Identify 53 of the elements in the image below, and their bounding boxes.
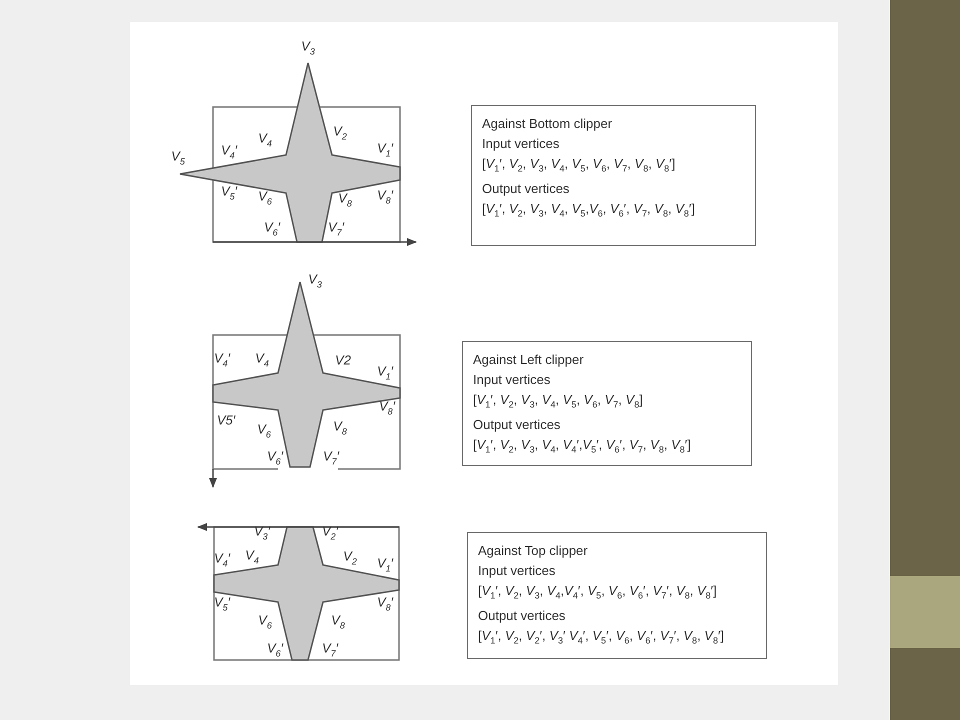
vertex-label: V$_{3}$′ <box>254 524 270 542</box>
list-heading: Output vertices <box>473 416 560 434</box>
vertex-label: V$_{4}$′ <box>214 352 230 368</box>
vertex-label: V$_{4}$ <box>258 132 272 148</box>
vertex-label: V$_{2}$′ <box>322 524 338 542</box>
vertex-label: V$_{1}$′ <box>376 364 394 382</box>
vertex-label: V$_{6}$ <box>257 422 271 440</box>
vertex-list: [V$_{1}$′, V$_{2}$, V$_{2}$′, V$_{3}$′ V$_{4}$′, V$_{5}$′, V$_{6}$, V$_{6}$′, V$_{7}$′, V$_{8}$, V$_{8}$′] <box>478 626 724 650</box>
text-box <box>471 105 756 246</box>
vertex-label: V5′ <box>216 414 236 426</box>
vertex-list: [V$_{1}$′, V$_{2}$, V$_{3}$, V$_{4}$, V$_{5}$,V$_{6}$, V$_{6}$′, V$_{7}$, V$_{8}$, V$_{8}$′] <box>482 198 695 224</box>
vertex-list: [V$_{1}$′, V$_{2}$, V$_{3}$, V$_{4}$, V$_{5}$, V$_{6}$, V$_{7}$, V$_{8}$, V$_{8}$′] <box>482 154 676 179</box>
list-heading: Output vertices <box>482 180 570 198</box>
vertex-label: V$_{6}$′ <box>264 220 280 238</box>
clipper-heading: Against Left clipper <box>473 351 584 369</box>
vertex-label: V$_{1}$′ <box>376 142 394 158</box>
vertex-label: V$_{7}$′ <box>322 642 338 658</box>
list-heading: Input vertices <box>478 562 556 580</box>
vertex-label: V$_{8}$′ <box>376 596 394 612</box>
vertex-label: V$_{4}$′ <box>220 144 238 160</box>
vertex-label: V$_{4}$ <box>255 352 269 368</box>
vertex-list: [V$_{1}$′, V$_{2}$, V$_{3}$, V$_{4}$, V$_{4}$′,V$_{5}$′, V$_{6}$′, V$_{7}$, V$_{8}$, V$_{8}$′] <box>473 434 691 460</box>
vertex-label: V$_{1}$′ <box>376 556 394 574</box>
vertex-label: V$_{3}$ <box>308 272 322 290</box>
vertex-label: V$_{6}$′ <box>266 642 284 658</box>
vertex-label: V$_{5}$ <box>171 150 185 166</box>
vertex-label: V$_{7}$′ <box>322 450 340 466</box>
vertex-label: V$_{8}$′ <box>378 400 396 416</box>
vertex-list: [V$_{1}$′, V$_{2}$, V$_{3}$, V$_{4}$,V$_{4}$′, V$_{5}$, V$_{6}$, V$_{6}$′, V$_{7}$′, V$_{8}$, V$_{8}$′] <box>478 581 717 606</box>
vertex-label: V$_{6}$′ <box>266 450 284 466</box>
list-heading: Output vertices <box>478 606 566 625</box>
vertex-label: V$_{6}$ <box>258 190 272 206</box>
text-box <box>467 532 767 659</box>
vertex-label: V$_{4}$′ <box>214 552 230 568</box>
vertex-list: [V$_{1}$′, V$_{2}$, V$_{3}$, V$_{4}$, V$_{5}$, V$_{6}$, V$_{7}$, V$_{8}$] <box>473 390 643 415</box>
vertex-label: V$_{7}$′ <box>328 220 344 238</box>
clipper-heading: Against Bottom clipper <box>482 115 612 133</box>
vertex-label: V$_{3}$ <box>301 40 315 56</box>
vertex-label: V$_{6}$ <box>258 614 272 630</box>
vertex-label: V$_{2}$ <box>333 124 347 142</box>
text-box <box>462 341 752 466</box>
vertex-label: V2 <box>335 354 351 366</box>
vertex-label: V$_{4}$ <box>245 548 259 566</box>
clipper-heading: Against Top clipper <box>478 542 588 560</box>
vertex-label: V$_{8}$ <box>331 614 345 630</box>
vertex-label: V$_{8}$ <box>338 192 352 208</box>
vertex-label: V$_{2}$ <box>343 550 357 566</box>
vertex-label: V$_{8}$ <box>333 420 347 436</box>
vertex-label: V$_{5}$′ <box>214 596 230 612</box>
vertex-label: V$_{8}$′ <box>376 188 394 206</box>
list-heading: Input vertices <box>473 371 550 389</box>
list-heading: Input vertices <box>482 135 560 153</box>
vertex-label: V$_{5}$′ <box>220 184 238 202</box>
